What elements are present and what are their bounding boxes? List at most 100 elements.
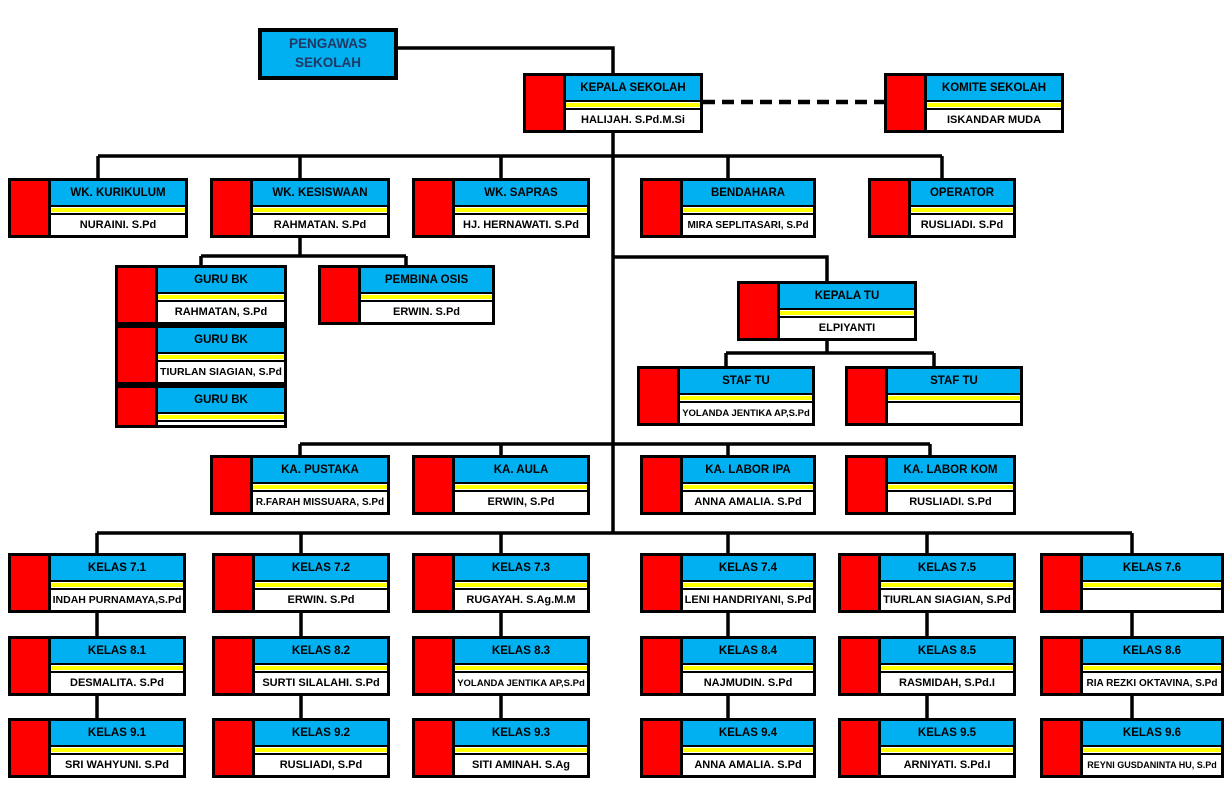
yellow-divider-stripe [683,482,813,492]
person-name: NAJMUDIN. S.Pd [683,673,813,693]
box-guru-bk-1: GURU BK RAHMATAN, S.Pd [115,265,287,325]
box-wk-sapras: WK. SAPRAS HJ. HERNAWATI. S.Pd [412,178,590,238]
yellow-divider-stripe [927,100,1061,110]
red-accent-block [1043,721,1083,775]
box-ka-labor-kom: KA. LABOR KOM RUSLIADI. S.Pd [845,455,1016,515]
role-title: WK. SAPRAS [455,181,587,205]
yellow-divider-stripe [780,308,914,318]
red-accent-block [215,721,255,775]
red-accent-block [415,181,455,235]
box-kepala-sekolah: KEPALA SEKOLAH HALIJAH. S.Pd.M.Si [523,73,703,133]
yellow-divider-stripe [881,663,1013,673]
red-accent-block [841,721,881,775]
yellow-divider-stripe [455,580,587,590]
yellow-divider-stripe [51,580,183,590]
role-title: KELAS 8.6 [1083,639,1221,663]
box-kelas-8-3: KELAS 8.3 YOLANDA JENTIKA AP,S.Pd [412,636,590,696]
box-kelas-8-1: KELAS 8.1 DESMALITA. S.Pd [8,636,186,696]
role-title: KELAS 8.4 [683,639,813,663]
red-accent-block [11,639,51,693]
red-accent-block [1043,556,1083,610]
red-accent-block [643,556,683,610]
yellow-divider-stripe [683,663,813,673]
yellow-divider-stripe [1083,580,1221,590]
yellow-divider-stripe [1083,663,1221,673]
box-ka-pustaka: KA. PUSTAKA R.FARAH MISSUARA, S.Pd [210,455,390,515]
person-name: R.FARAH MISSUARA, S.Pd [253,492,387,512]
yellow-divider-stripe [455,482,587,492]
red-accent-block [841,556,881,610]
role-title: KELAS 7.6 [1083,556,1221,580]
box-bendahara: BENDAHARA MIRA SEPLITASARI, S.Pd [640,178,816,238]
red-accent-block [1043,639,1083,693]
box-kelas-8-4: KELAS 8.4 NAJMUDIN. S.Pd [640,636,816,696]
yellow-divider-stripe [455,745,587,755]
box-wk-kurikulum: WK. KURIKULUM NURAINI. S.Pd [8,178,188,238]
role-title: KELAS 8.1 [51,639,183,663]
role-title: GURU BK [158,268,284,292]
role-title: KA. LABOR KOM [888,458,1013,482]
person-name: TIURLAN SIAGIAN, S.Pd [158,362,284,382]
person-name: YOLANDA JENTIKA AP,S.Pd [680,403,812,423]
yellow-divider-stripe [455,663,587,673]
role-title: KELAS 9.4 [683,721,813,745]
box-staf-tu-1: STAF TU YOLANDA JENTIKA AP,S.Pd [637,366,815,426]
person-name: RAHMATAN. S.Pd [253,215,387,235]
red-accent-block [118,388,158,425]
red-accent-block [11,721,51,775]
yellow-divider-stripe [881,745,1013,755]
person-name: INDAH PURNAMAYA,S.Pd [51,590,183,610]
box-guru-bk-3: GURU BK [115,385,287,428]
role-title: STAF TU [888,369,1020,393]
red-accent-block [415,721,455,775]
person-name: RAHMATAN, S.Pd [158,302,284,322]
box-komite-sekolah: KOMITE SEKOLAH ISKANDAR MUDA [884,73,1064,133]
box-staf-tu-2: STAF TU [845,366,1023,426]
role-title: WK. KESISWAAN [253,181,387,205]
role-title: WK. KURIKULUM [51,181,185,205]
person-name: MIRA SEPLITASARI, S.Pd [683,215,813,235]
person-name: RASMIDAH, S.Pd.I [881,673,1013,693]
role-title: KELAS 8.5 [881,639,1013,663]
red-accent-block [415,639,455,693]
role-title: GURU BK [158,328,284,352]
yellow-divider-stripe [1083,745,1221,755]
person-name: TIURLAN SIAGIAN, S.Pd [881,590,1013,610]
person-name: ERWIN. S.Pd [361,302,492,322]
person-name [888,403,1020,423]
role-title: KEPALA SEKOLAH [566,76,700,100]
red-accent-block [643,721,683,775]
person-name [158,422,284,425]
role-title: KA. LABOR IPA [683,458,813,482]
box-kelas-9-2: KELAS 9.2 RUSLIADI, S.Pd [212,718,390,778]
red-accent-block [887,76,927,130]
role-title: GURU BK [158,388,284,412]
person-name: ELPIYANTI [780,318,914,338]
box-kelas-7-1: KELAS 7.1 INDAH PURNAMAYA,S.Pd [8,553,186,613]
box-pengawas-sekolah: PENGAWAS SEKOLAH [258,28,398,80]
box-kelas-9-6: KELAS 9.6 REYNI GUSDANINTA HU, S.Pd [1040,718,1224,778]
person-name: ANNA AMALIA. S.Pd [683,492,813,512]
person-name: HALIJAH. S.Pd.M.Si [566,110,700,130]
person-name: LENI HANDRIYANI, S.Pd [683,590,813,610]
person-name: RIA REZKI OKTAVINA, S.Pd [1083,673,1221,693]
red-accent-block [526,76,566,130]
yellow-divider-stripe [253,205,387,215]
yellow-divider-stripe [51,663,183,673]
red-accent-block [11,181,51,235]
role-title: BENDAHARA [683,181,813,205]
yellow-divider-stripe [158,412,284,422]
person-name: ARNIYATI. S.Pd.I [881,755,1013,775]
person-name: SURTI SILALAHI. S.Pd [255,673,387,693]
person-name: YOLANDA JENTIKA AP,S.Pd [455,673,587,693]
yellow-divider-stripe [888,482,1013,492]
person-name: RUGAYAH. S.Ag.M.M [455,590,587,610]
yellow-divider-stripe [683,580,813,590]
box-kelas-7-2: KELAS 7.2 ERWIN. S.Pd [212,553,390,613]
yellow-divider-stripe [455,205,587,215]
yellow-divider-stripe [566,100,700,110]
red-accent-block [848,458,888,512]
box-ka-labor-ipa: KA. LABOR IPA ANNA AMALIA. S.Pd [640,455,816,515]
role-title: OPERATOR [911,181,1013,205]
box-kelas-9-3: KELAS 9.3 SITI AMINAH. S.Ag [412,718,590,778]
